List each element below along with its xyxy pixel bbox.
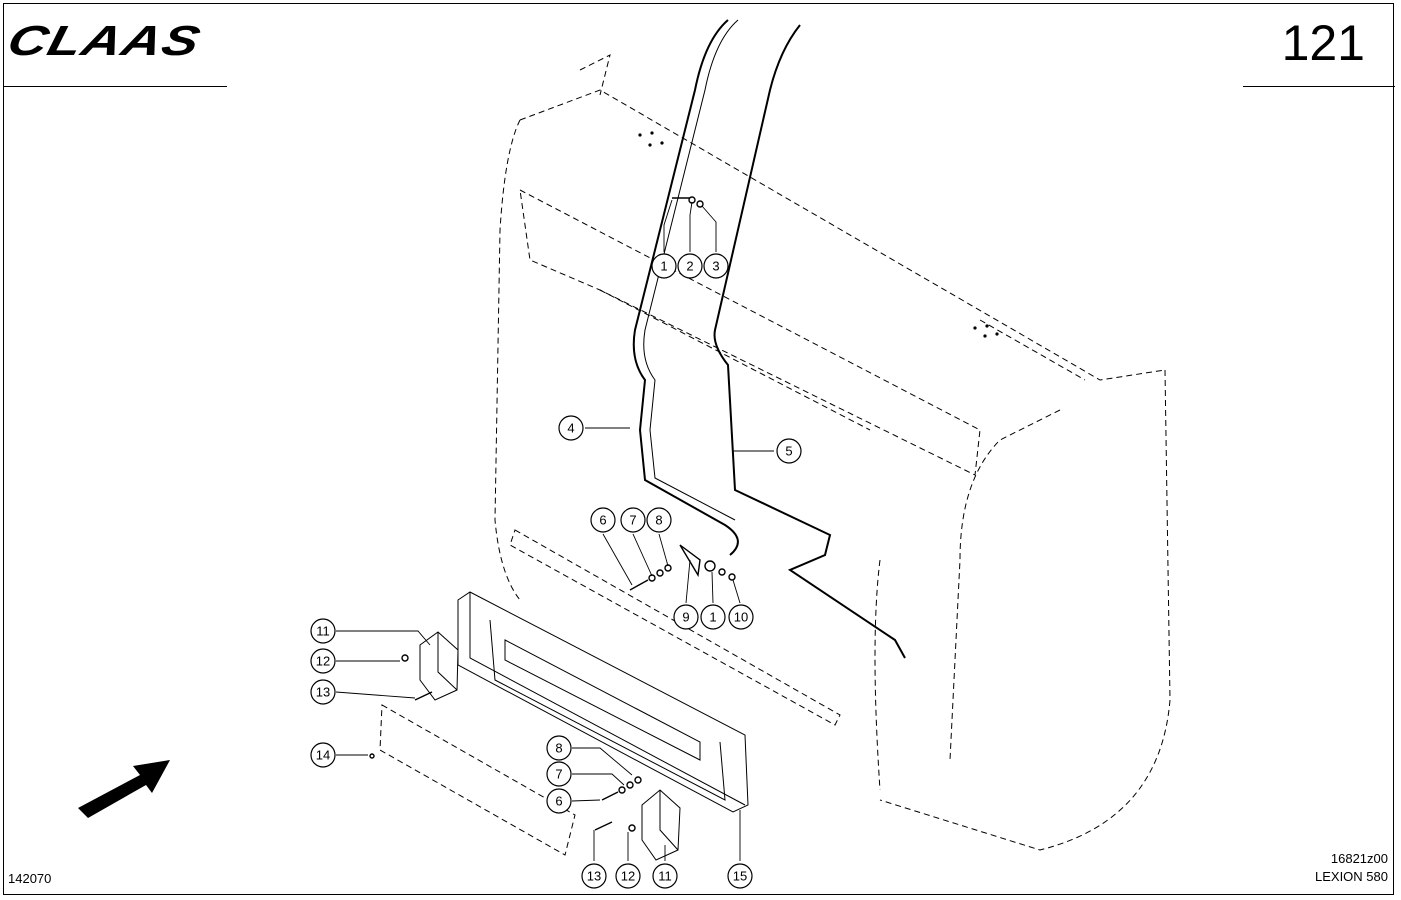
figure-code-block: 16821z00 LEXION 580 — [1315, 850, 1388, 886]
callout-8-upper: 8 — [646, 507, 672, 533]
svg-text:11: 11 — [658, 869, 672, 884]
svg-text:15: 15 — [733, 869, 747, 884]
hose-5 — [713, 24, 906, 659]
model-name: LEXION 580 — [1315, 869, 1388, 884]
callout-11-lower: 11 — [652, 863, 678, 889]
svg-text:13: 13 — [316, 685, 330, 700]
callout-5: 5 — [776, 438, 802, 464]
document-code: 142070 — [8, 871, 52, 886]
drawing-frame — [3, 3, 1394, 895]
callout-6-upper: 6 — [590, 507, 616, 533]
callout-6-lower: 6 — [546, 788, 572, 814]
mounting-holes — [638, 131, 999, 338]
cab-body-outline — [494, 54, 1171, 851]
lamp-11-right — [641, 789, 681, 861]
svg-text:4: 4 — [567, 421, 574, 436]
callout-12-left: 12 — [310, 648, 336, 674]
callout-3: 3 — [703, 253, 729, 279]
header-rule-right — [1243, 86, 1395, 87]
callout-15: 15 — [727, 863, 753, 889]
callout-7-upper: 7 — [620, 507, 646, 533]
leader-lines — [335, 199, 774, 861]
svg-text:8: 8 — [655, 513, 662, 528]
number-plate-outline — [379, 704, 576, 856]
figure-code: 16821z00 — [1330, 851, 1388, 866]
header-rule-left — [3, 86, 227, 87]
direction-arrow — [78, 760, 170, 818]
svg-text:8: 8 — [555, 741, 562, 756]
svg-text:14: 14 — [316, 748, 330, 763]
svg-text:11: 11 — [316, 624, 330, 639]
callout-4: 4 — [558, 415, 584, 441]
svg-text:6: 6 — [555, 794, 562, 809]
svg-text:3: 3 — [712, 259, 719, 274]
callout-1-lower: 1 — [700, 604, 726, 630]
svg-text:2: 2 — [686, 259, 693, 274]
callout-14: 14 — [310, 742, 336, 768]
callout-9: 9 — [673, 604, 699, 630]
svg-text:13: 13 — [587, 869, 601, 884]
hose-4 — [632, 19, 739, 556]
svg-text:9: 9 — [682, 610, 689, 625]
svg-text:12: 12 — [621, 869, 635, 884]
callout-10: 10 — [728, 604, 754, 630]
callout-7-lower: 7 — [546, 761, 572, 787]
fasteners — [369, 196, 736, 832]
callout-13-left: 13 — [310, 679, 336, 705]
svg-text:10: 10 — [734, 610, 748, 625]
svg-text:1: 1 — [709, 610, 716, 625]
callout-1-top: 1 — [651, 253, 677, 279]
page-number: 121 — [1281, 15, 1365, 71]
callout-2: 2 — [677, 253, 703, 279]
svg-text:7: 7 — [555, 767, 562, 782]
svg-text:5: 5 — [785, 444, 792, 459]
svg-text:7: 7 — [629, 513, 636, 528]
svg-text:6: 6 — [599, 513, 606, 528]
callout-13-lower: 13 — [581, 863, 607, 889]
svg-text:1: 1 — [660, 259, 667, 274]
callout-11-left: 11 — [310, 618, 336, 644]
lamp-11-left — [419, 631, 459, 701]
callout-8-lower: 8 — [546, 735, 572, 761]
svg-text:12: 12 — [316, 654, 330, 669]
callout-12-lower: 12 — [615, 863, 641, 889]
